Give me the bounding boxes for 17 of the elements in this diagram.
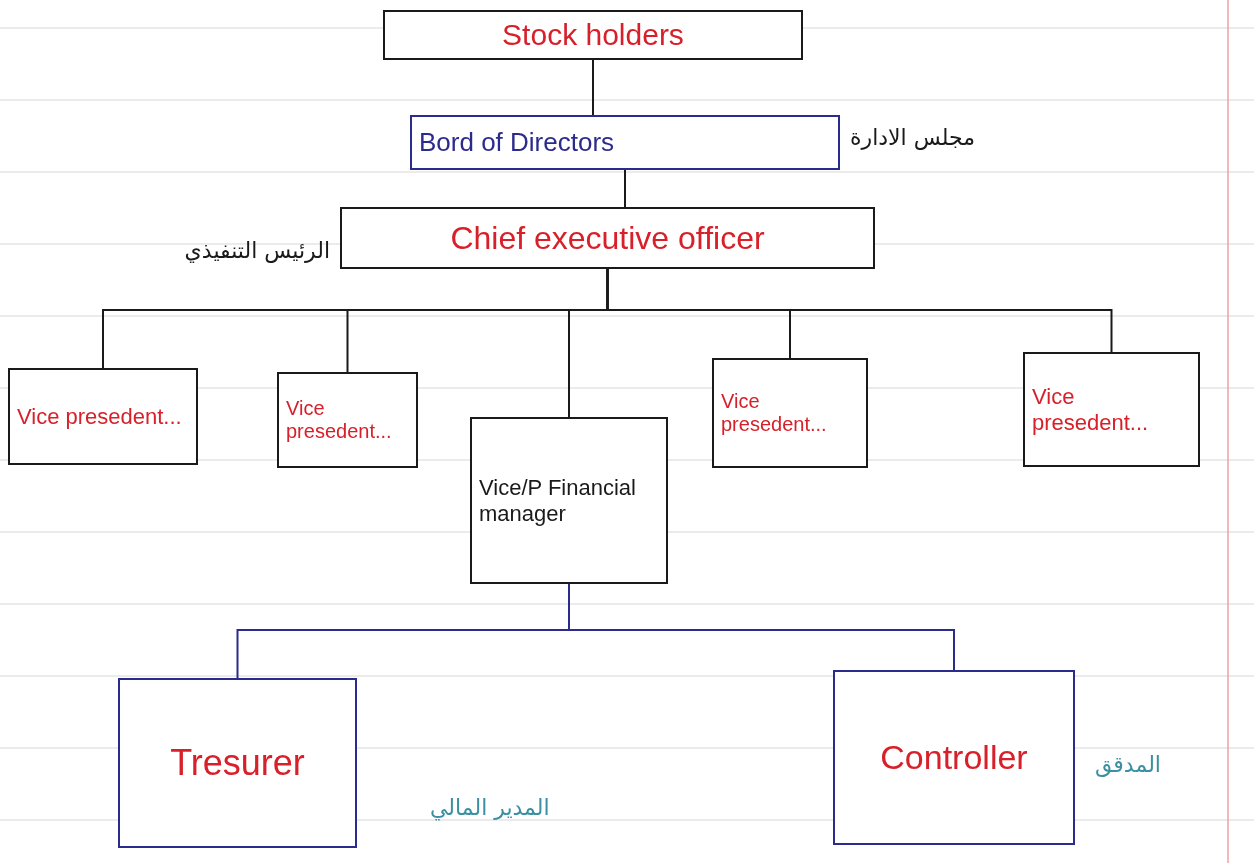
connector-line [624, 169, 626, 208]
arabic-note: مجلس الادارة [850, 125, 976, 150]
org-box: Vice presedent... [712, 358, 868, 468]
org-box: Vice presedent... [8, 368, 198, 465]
connector-line [606, 268, 1113, 353]
org-box: Tresurer [118, 678, 357, 848]
arabic-note: المدقق [1095, 752, 1161, 777]
arabic-note: الرئيس التنفيذي [184, 238, 330, 263]
org-box: Controller [833, 670, 1075, 845]
org-box: Vice presedent... [277, 372, 418, 468]
org-box: Vice presedent... [1023, 352, 1200, 467]
org-box: Stock holders [383, 10, 803, 60]
arabic-note: المدير المالي [430, 795, 550, 820]
org-box: Vice/P Financial manager [470, 417, 668, 584]
org-box: Bord of Directors [410, 115, 840, 170]
org-box: Chief executive officer [340, 207, 875, 269]
connector-line [592, 59, 594, 116]
